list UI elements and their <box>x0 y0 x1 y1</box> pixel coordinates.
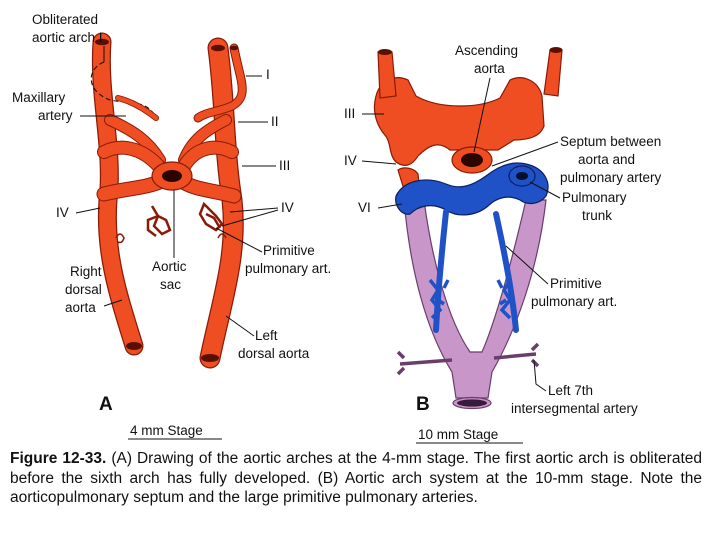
label-obliterated-arch-2: aortic arch I <box>32 30 103 45</box>
panel-a-stage: 4 mm Stage <box>130 423 203 438</box>
label-left-7th-1: Left 7th <box>548 383 593 398</box>
panel-b-stage: 10 mm Stage <box>418 427 498 442</box>
panel-a-drawing <box>90 32 247 369</box>
label-left-dorsal-2: dorsal aorta <box>238 346 310 361</box>
label-septum-1: Septum between <box>560 134 661 149</box>
label-primitive-pulm-b-1: Primitive <box>550 276 602 291</box>
label-trunk-1: Pulmonary <box>562 190 627 205</box>
panel-b-letter: B <box>416 394 430 415</box>
label-arch-iv-right-a: IV <box>281 200 294 215</box>
label-right-dorsal-2: dorsal <box>65 282 102 297</box>
label-maxillary-2: artery <box>38 108 73 123</box>
label-primitive-pulm-a-2: pulmonary art. <box>245 261 331 276</box>
label-ascending-1: Ascending <box>455 43 518 58</box>
caption-text: (A) Drawing of the aortic arches at the … <box>10 450 702 506</box>
panel-a-labels: Obliterated aortic arch I Maxillary arte… <box>12 12 331 440</box>
label-right-dorsal-3: aorta <box>65 300 96 315</box>
label-arch-i-a: I <box>266 67 270 82</box>
label-arch-ii-a: II <box>271 114 279 129</box>
label-obliterated-arch-1: Obliterated <box>32 12 98 27</box>
panel-a-letter: A <box>99 394 113 415</box>
label-aortic-sac-1: Aortic <box>152 259 187 274</box>
label-septum-3: pulmonary artery <box>560 170 662 185</box>
panel-b-labels: Ascending aorta III IV VI Septum between… <box>344 43 662 444</box>
label-arch-iv-left-a: IV <box>56 205 69 220</box>
label-trunk-2: trunk <box>582 208 612 223</box>
label-arch-iii-b: III <box>344 106 355 121</box>
caption-figure-label: Figure 12-33. <box>10 450 107 467</box>
label-aortic-sac-2: sac <box>160 277 181 292</box>
figure-caption: Figure 12-33. (A) Drawing of the aortic … <box>10 449 702 508</box>
aortic-arches-figure: Obliterated aortic arch I Maxillary arte… <box>12 12 662 444</box>
label-maxillary-1: Maxillary <box>12 90 66 105</box>
label-arch-iii-a: III <box>279 158 290 173</box>
label-primitive-pulm-b-2: pulmonary art. <box>531 294 617 309</box>
label-arch-vi-b: VI <box>358 200 371 215</box>
panel-b-drawing <box>373 47 563 410</box>
label-primitive-pulm-a-1: Primitive <box>263 243 315 258</box>
label-septum-2: aorta and <box>578 152 635 167</box>
label-left-7th-2: intersegmental artery <box>511 401 638 416</box>
label-ascending-2: aorta <box>474 61 505 76</box>
label-arch-iv-b: IV <box>344 153 357 168</box>
label-right-dorsal-1: Right <box>70 264 102 279</box>
label-left-dorsal-1: Left <box>255 328 278 343</box>
